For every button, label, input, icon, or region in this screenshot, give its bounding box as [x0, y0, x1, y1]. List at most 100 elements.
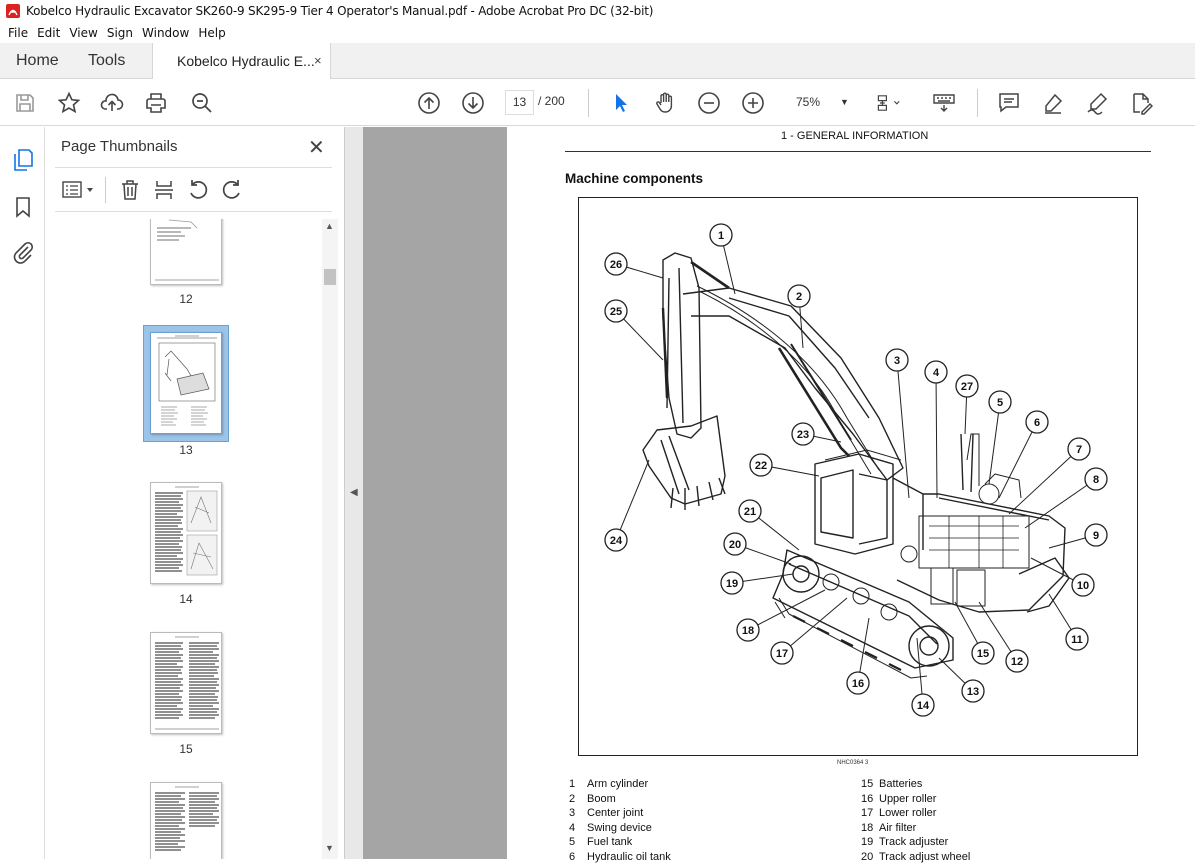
tab-document-label: Kobelco Hydraulic E... — [177, 53, 315, 69]
menu-file[interactable]: File — [8, 25, 29, 40]
callout-number: 15 — [977, 648, 989, 660]
scroll-down-icon[interactable]: ▼ — [325, 843, 334, 853]
thumbnail-page[interactable] — [150, 482, 222, 584]
acrobat-icon — [6, 4, 20, 18]
thumbnail-page[interactable] — [150, 632, 222, 734]
thumbnail-list: 12 13 14 15 — [45, 219, 330, 859]
callout-number: 3 — [894, 355, 900, 367]
menu-help[interactable]: Help — [198, 25, 226, 40]
legend-number: 5 — [569, 836, 576, 849]
trash-icon[interactable] — [119, 179, 141, 201]
document-canvas[interactable]: 1 - GENERAL INFORMATION Machine componen… — [363, 127, 1195, 863]
star-icon[interactable] — [57, 91, 81, 115]
page-fit-icon[interactable] — [876, 91, 900, 115]
zoom-out-icon[interactable] — [697, 91, 721, 115]
callout-circle — [1084, 467, 1108, 491]
thumbnail-page[interactable] — [150, 332, 222, 434]
legend-number: 2 — [569, 792, 576, 805]
callout-circle — [988, 390, 1012, 414]
toolbar: 13 / 200 75%▼ — [0, 79, 1195, 126]
callout-number: 14 — [917, 700, 930, 712]
callout-leader — [935, 371, 938, 499]
callout-circle — [971, 641, 995, 665]
legend-text: Air filter — [879, 821, 917, 834]
page-total: / 200 — [538, 94, 565, 108]
divider — [55, 211, 332, 212]
menu-view[interactable]: View — [69, 25, 98, 40]
callout-number: 6 — [1034, 417, 1040, 429]
callout-number: 27 — [961, 381, 973, 393]
window-title: Kobelco Hydraulic Excavator SK260-9 SK29… — [26, 4, 654, 18]
callout-circle — [1067, 437, 1091, 461]
zoom-in-icon[interactable] — [741, 91, 765, 115]
legend-text: Swing device — [587, 821, 652, 834]
attachment-icon[interactable] — [11, 240, 35, 264]
legend-text: Upper roller — [879, 792, 937, 805]
menu-window[interactable]: Window — [142, 25, 190, 40]
tab-tools[interactable]: Tools — [88, 52, 126, 69]
bookmark-icon[interactable] — [11, 195, 35, 219]
rotate-right-icon[interactable] — [221, 179, 243, 201]
menu-bar: File Edit View Sign Window Help — [0, 22, 1195, 43]
highlight-icon[interactable] — [1041, 91, 1065, 115]
scroll-up-icon[interactable]: ▲ — [325, 221, 334, 231]
callout-number: 16 — [852, 678, 864, 690]
legend-number: 15 — [861, 778, 874, 790]
callout-circle — [749, 453, 773, 477]
callout-circle — [955, 374, 979, 398]
fill-sign-icon[interactable] — [1085, 91, 1109, 115]
collapse-arrow-icon[interactable]: ◀ — [350, 487, 358, 498]
save-icon[interactable] — [13, 91, 37, 115]
legend-number: 16 — [861, 792, 874, 805]
rotate-left-icon[interactable] — [187, 179, 209, 201]
tab-close-icon[interactable]: × — [314, 53, 322, 68]
callout-number: 7 — [1076, 444, 1082, 456]
zoom-select[interactable]: 75%▼ — [785, 90, 855, 115]
callout-number: 1 — [718, 230, 724, 242]
callout-leader — [896, 359, 910, 499]
select-cursor-icon[interactable] — [609, 91, 633, 115]
callout-circle — [791, 422, 815, 446]
callout-number: 4 — [933, 367, 940, 379]
panel-splitter[interactable]: ◀ — [345, 127, 363, 859]
options-menu-icon[interactable] — [61, 179, 97, 201]
menu-edit[interactable]: Edit — [37, 25, 61, 40]
hand-icon[interactable] — [653, 91, 677, 115]
thumbnail-scrollbar[interactable]: ▲ ▼ — [322, 219, 338, 859]
callout-number: 8 — [1093, 474, 1099, 486]
search-icon[interactable] — [190, 91, 214, 115]
page-number-input[interactable]: 13 — [505, 90, 534, 115]
page-up-icon[interactable] — [417, 91, 441, 115]
callout-circle — [787, 284, 811, 308]
callout-number: 23 — [797, 429, 809, 441]
print-icon[interactable] — [144, 91, 168, 115]
keyboard-icon[interactable] — [932, 91, 956, 115]
upload-icon[interactable] — [100, 91, 124, 115]
edit-pdf-icon[interactable] — [1129, 91, 1154, 115]
callout-circle — [1071, 573, 1095, 597]
scrollbar-thumb[interactable] — [324, 269, 336, 285]
page-down-icon[interactable] — [461, 91, 485, 115]
menu-sign[interactable]: Sign — [106, 25, 134, 40]
callout-leader — [781, 597, 848, 654]
insert-page-icon[interactable] — [153, 179, 175, 201]
pdf-page: 1 - GENERAL INFORMATION Machine componen… — [507, 127, 1195, 863]
title-bar: Kobelco Hydraulic Excavator SK260-9 SK29… — [0, 0, 1195, 22]
tab-home[interactable]: Home — [16, 52, 59, 69]
thumbnail-page[interactable] — [150, 782, 222, 859]
close-icon[interactable]: ✕ — [308, 137, 325, 159]
thumbnail-page[interactable] — [150, 219, 222, 285]
header-rule — [565, 151, 1151, 152]
thumbnail-label: 15 — [179, 742, 193, 756]
comment-icon[interactable] — [997, 91, 1021, 115]
tab-document[interactable]: Kobelco Hydraulic E... × — [152, 43, 331, 80]
toolbar-divider — [977, 89, 978, 117]
callout-number: 21 — [744, 506, 756, 518]
callout-number: 11 — [1071, 634, 1083, 646]
page-thumbnails-icon[interactable] — [11, 148, 35, 172]
